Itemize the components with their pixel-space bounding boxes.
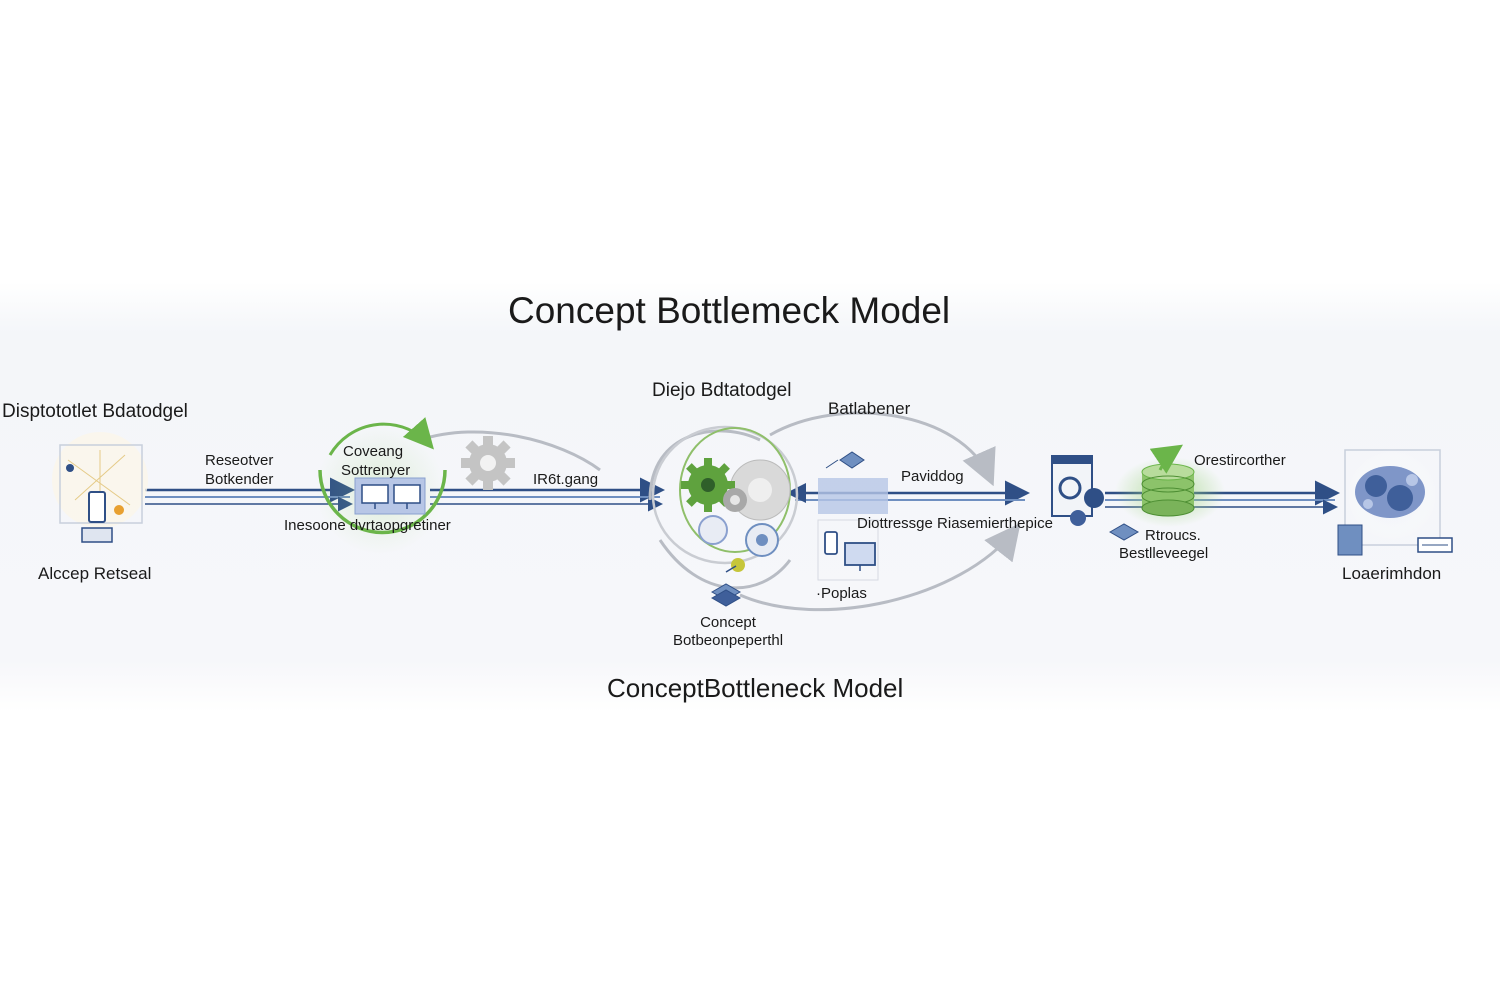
left-caption-label: Alccep Retseal [38, 564, 152, 583]
resolver-label-2: Botkender [205, 471, 274, 488]
dual-monitor-icon [316, 417, 447, 554]
diottressge-label: Diottressge Riasemierthepice [857, 515, 1053, 532]
batlabener-panel [817, 451, 888, 581]
bestileveegel-label: Bestlleveegel [1119, 545, 1209, 562]
rtroucs-label: Rtroucs. [1145, 527, 1201, 544]
curved-arrows [419, 411, 1021, 612]
brain-chart-icon [1337, 449, 1453, 556]
center-header-label: Diejo Bdtatodgel [652, 380, 792, 401]
concept-label-2: Botbeonpeperthl [672, 632, 784, 649]
left-header-label: Disptototlet Bdatodgel [2, 401, 188, 422]
server-gear-icon [1051, 455, 1140, 541]
ir-gang-label: IR6t.gang [533, 471, 599, 488]
paviddog-label: Paviddog [901, 468, 964, 485]
gears-cluster-icon [651, 425, 799, 565]
concept-label-1: Concept [700, 614, 756, 631]
database-icon [1115, 444, 1225, 527]
diagram-title: Concept Bottlemeck Model [508, 290, 951, 331]
ineseone-label: Inesoone dvrtaopgretiner [284, 517, 451, 534]
layer-stack-icon [710, 558, 745, 607]
resolver-label-1: Reseotver [205, 452, 274, 469]
coveang-label-2: Sottrenyer [341, 462, 411, 479]
poplas-label: ·Poplas [816, 585, 867, 602]
diagram-subtitle: ConceptBottleneck Model [607, 673, 904, 703]
network-device-icon [52, 432, 148, 543]
loaerimhdon-label: Loaerimhdon [1342, 564, 1442, 583]
orestircorther-label: Orestircorther [1194, 452, 1286, 469]
batlabener-label: Batlabener [828, 399, 911, 418]
gear-icon [461, 436, 515, 490]
coveang-label-1: Coveang [343, 443, 404, 460]
phone-monitor-icon [824, 531, 876, 571]
